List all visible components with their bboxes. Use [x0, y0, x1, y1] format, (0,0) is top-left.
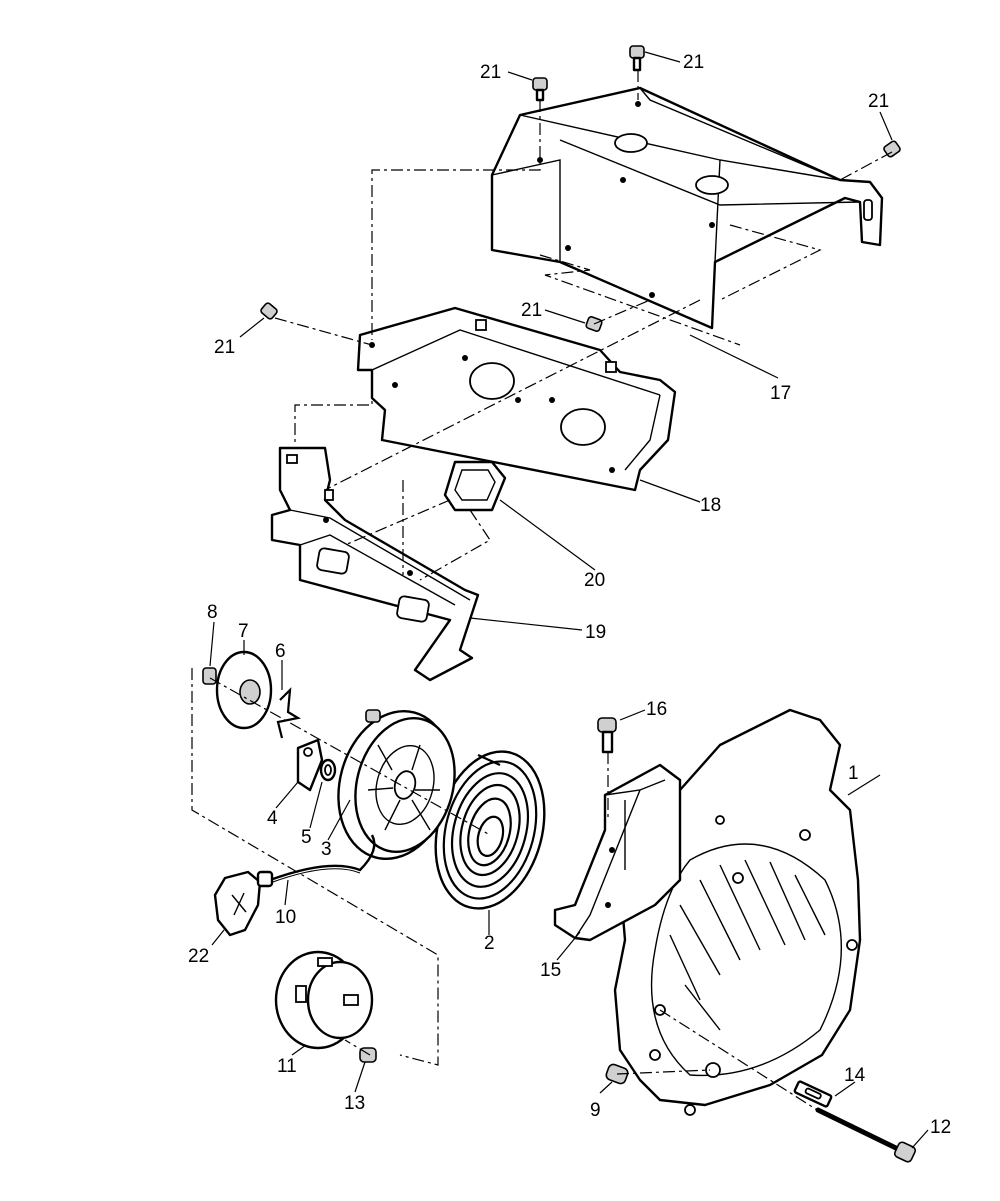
guard-ring-part: [274, 950, 374, 1050]
callout-10: 10: [275, 907, 296, 928]
callout-labels: 1 2 3 4 5 6 7 8 9 10 11 12 13 14 15 16 1…: [188, 52, 951, 1138]
bolt-12-part: [815, 1107, 917, 1163]
starter-handle-part: [213, 870, 274, 937]
screw-21-group: [260, 45, 901, 332]
callout-7: 7: [238, 621, 249, 642]
callout-21-d: 21: [214, 337, 235, 358]
screw-21-c: [883, 140, 901, 158]
lower-baffle-part: [270, 446, 480, 682]
pawl-part: [296, 738, 324, 792]
callout-1: 1: [848, 763, 859, 784]
callout-3: 3: [321, 839, 332, 860]
callout-17: 17: [770, 383, 791, 404]
callout-19: 19: [585, 622, 606, 643]
callout-9: 9: [590, 1100, 601, 1121]
leader-lines: [209, 51, 929, 1149]
callout-22: 22: [188, 946, 209, 967]
callout-11: 11: [277, 1056, 297, 1077]
callout-13: 13: [344, 1093, 365, 1114]
pulley-part: [337, 709, 456, 861]
assembly-lines: [191, 70, 893, 1116]
callout-16: 16: [646, 699, 667, 720]
clip-part: [276, 687, 302, 739]
callout-6: 6: [275, 641, 286, 662]
screw-21-a: [532, 77, 548, 102]
screw-21-d: [260, 302, 278, 320]
callout-4: 4: [267, 808, 278, 829]
baffle-plate-part: [356, 306, 677, 492]
bolt-16-part: [597, 717, 617, 754]
callout-15: 15: [540, 960, 561, 981]
gasket-part: [443, 460, 507, 512]
friction-plate-part: [215, 650, 273, 730]
top-shroud-part: [490, 86, 884, 330]
callout-21-e: 21: [521, 300, 542, 321]
callout-8: 8: [207, 602, 218, 623]
bracket-part: [553, 763, 682, 942]
callout-12: 12: [930, 1117, 951, 1138]
nut-8-part: [202, 667, 217, 685]
callout-21-b: 21: [683, 52, 704, 73]
clip-14-part: [793, 1080, 833, 1108]
screw-21-b: [629, 45, 645, 72]
callout-21-a: 21: [480, 62, 501, 83]
callout-14: 14: [844, 1065, 866, 1086]
callout-21-c: 21: [868, 91, 889, 112]
callout-2: 2: [484, 933, 495, 954]
callout-20: 20: [584, 570, 605, 591]
callout-5: 5: [301, 827, 312, 848]
callout-18: 18: [700, 495, 721, 516]
starter-rope-part: [269, 834, 376, 884]
spacer-part: [319, 758, 337, 782]
